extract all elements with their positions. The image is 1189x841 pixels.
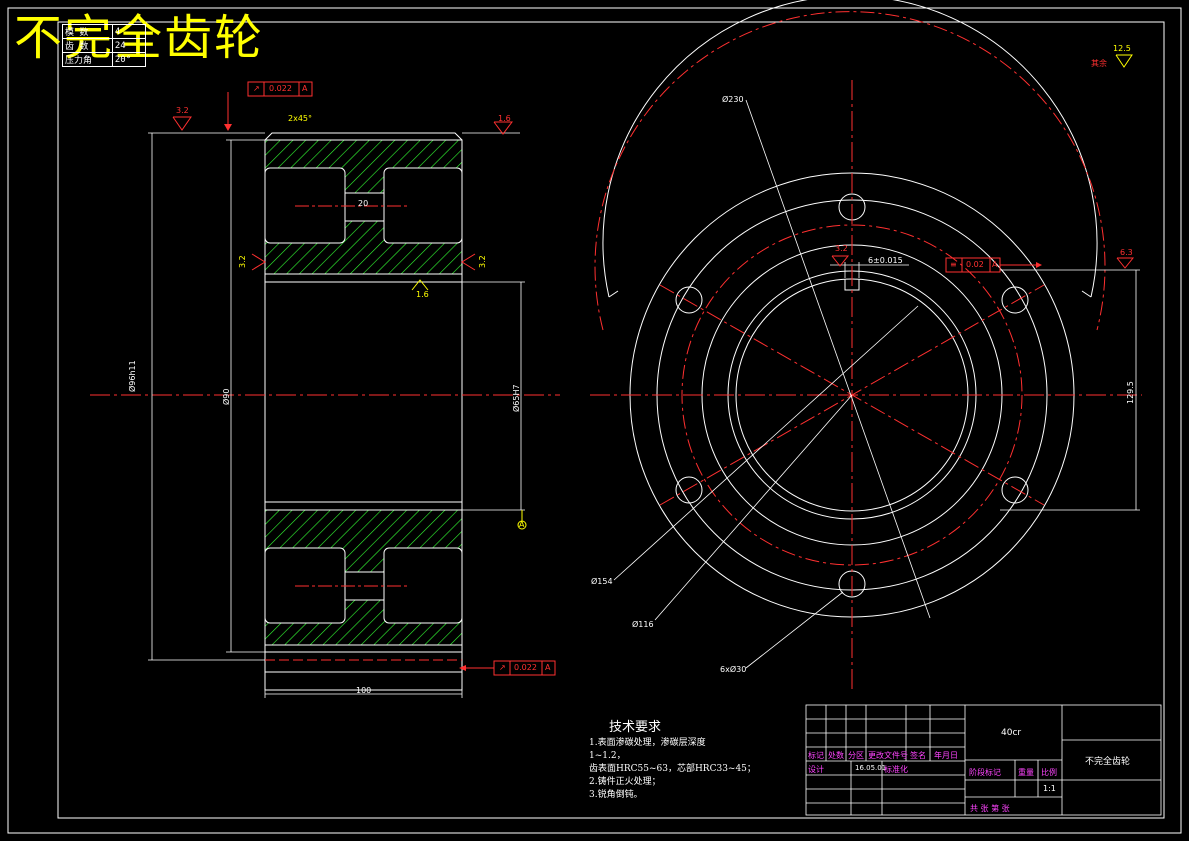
runout-value: 0.022 [514,663,537,672]
roughness-value: 3.2 [835,244,848,253]
roughness-value: 3.2 [478,255,487,268]
datum-label: A [519,520,525,529]
diameter-116-label: Ø116 [632,620,654,629]
holes-label: 6xØ30 [720,665,747,674]
datum-ref: A [302,84,308,93]
tb-date: 16.05.01 [855,764,887,772]
diameter-154-label: Ø154 [591,577,613,586]
part-name-label: 不完全齿轮 [1085,757,1131,767]
material-label: 40cr [1001,728,1022,738]
tech-requirement-line: 1.表面渗碳处理，渗碳层深度 [589,738,706,748]
outer-diameter-dim: Ø96h11 [128,360,137,392]
roughness-other-value: 12.5 [1113,44,1131,53]
tech-requirement-line: 3.锐角倒钝。 [589,790,643,800]
tech-requirement-line: 1~1.2， [589,751,626,761]
runout-symbol: ↗ [253,84,260,93]
param-value: 24 [111,38,147,53]
web-dimension: 20 [358,199,369,208]
tech-requirement-line: 2.铸件正火处理； [589,777,661,787]
section-view [90,81,560,698]
runout-value: 0.022 [269,84,292,93]
title-block-grid [805,704,1162,816]
datum-ref: A [992,260,998,269]
tb-label: 重量 [1018,768,1034,777]
roughness-value: 1.6 [416,290,429,299]
symmetry-value: 0.02 [966,260,984,269]
param-label: 压力角 [62,52,113,67]
param-label: 模 数 [62,24,113,39]
tech-requirement-line: 齿表面HRC55~63，芯部HRC33~45； [589,764,756,774]
mid-diameter-dim: Ø90 [222,388,231,405]
tb-scale-value: 1:1 [1043,784,1056,793]
diameter-230-label: Ø230 [722,95,744,104]
roughness-value: 6.3 [1120,248,1133,257]
tb-label: 处数 [828,751,844,760]
tech-requirements-title: 技术要求 [609,720,662,735]
keyway-width-label: 6±0.015 [868,256,903,265]
width-dimension: 100 [356,686,372,695]
tb-label: 更改文件号 [868,751,908,760]
symmetry-symbol: ≡ [950,260,957,269]
tb-label: 比例 [1041,768,1057,777]
datum-ref: A [545,663,551,672]
inner-frame [57,21,1165,819]
param-label: 齿 数 [62,38,113,53]
tb-label: 阶段标记 [969,768,1001,777]
param-value: 4 [111,24,147,39]
end-view [590,0,1142,690]
bore-diameter-dim: Ø65H7 [512,384,521,412]
tb-label: 标记 [808,751,824,760]
tb-label: 签名 [910,751,926,760]
tb-label: 设计 [808,765,824,774]
tb-label: 分区 [848,751,864,760]
param-value: 20° [111,52,147,67]
tb-label: 标准化 [884,765,908,774]
roughness-value: 3.2 [176,106,189,115]
roughness-value: 3.2 [238,255,247,268]
roughness-value: 1.6 [498,114,511,123]
tb-label: 年月日 [934,751,958,760]
key-depth-dim: 129.5 [1126,381,1135,404]
outer-frame [7,7,1182,834]
tb-sheet-label: 共 张 第 张 [970,804,1010,813]
roughness-other-label: 其余 [1091,59,1107,68]
chamfer-label: 2x45° [288,114,313,123]
runout-symbol: ↗ [499,663,506,672]
